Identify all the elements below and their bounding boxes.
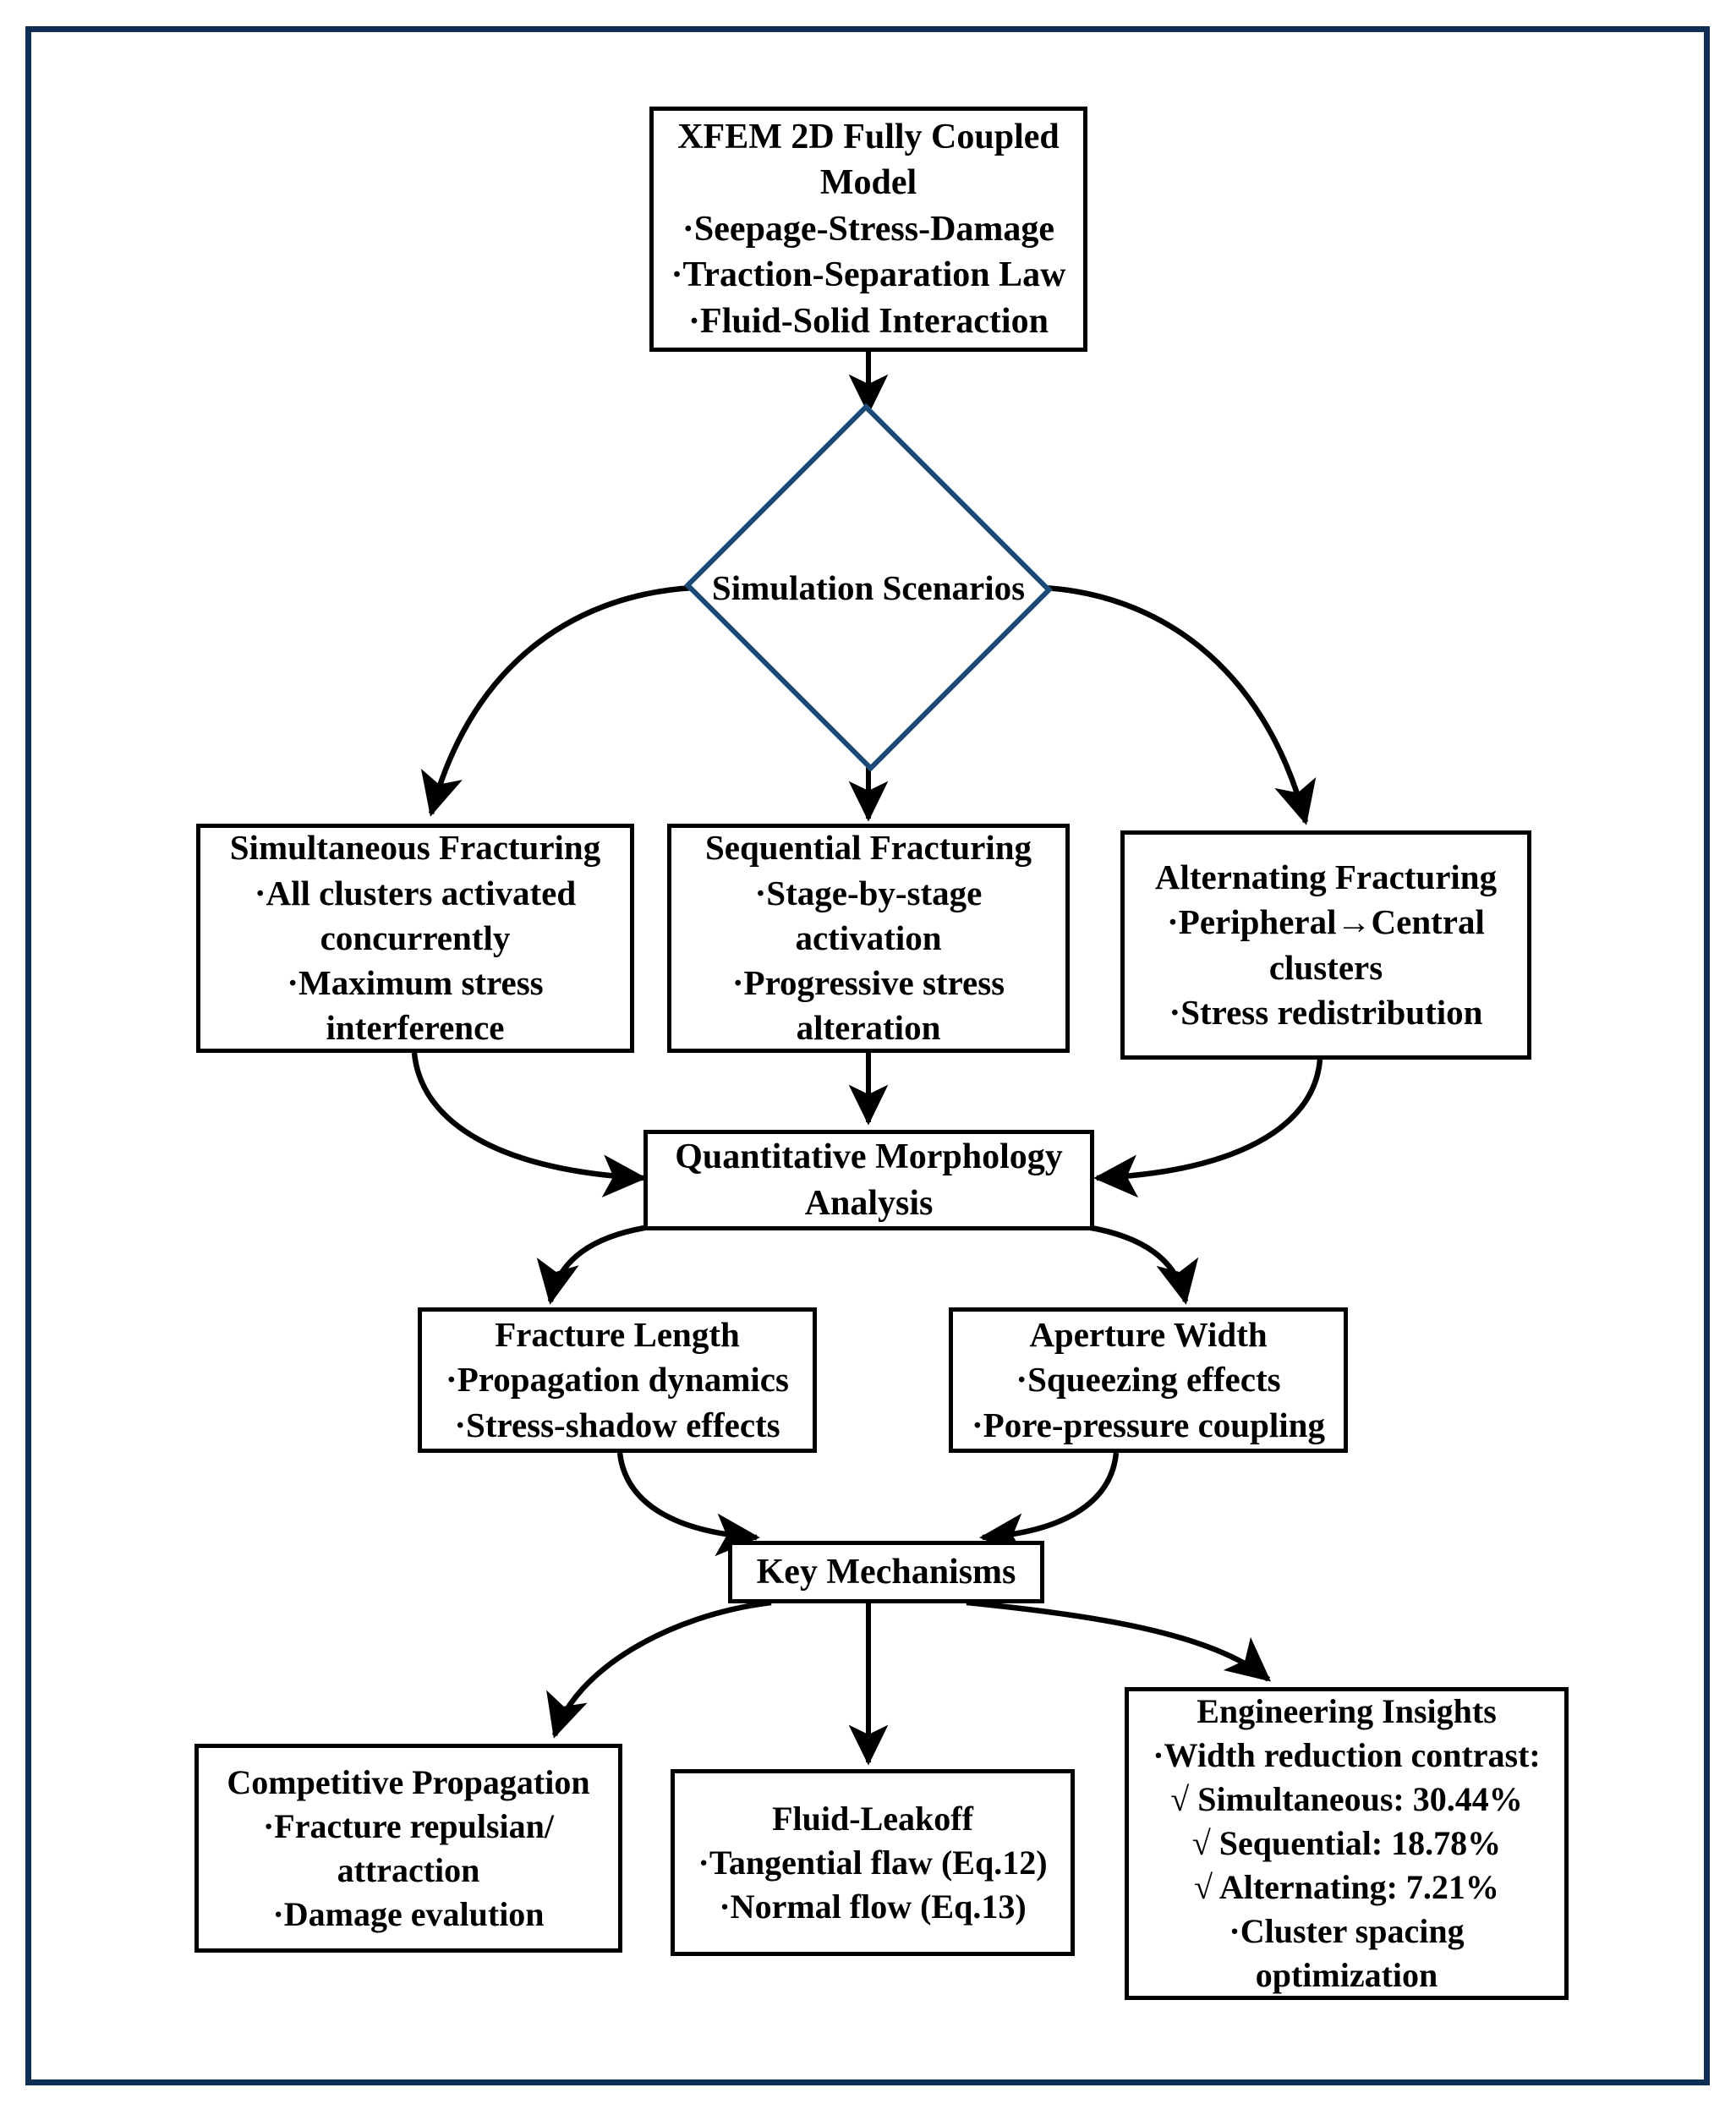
edge-aperture-width-to-key-mechanisms xyxy=(979,1452,1120,1557)
edge-morphology-to-aperture-width xyxy=(1086,1224,1199,1305)
node-insights-metric-simultaneous: √ Simultaneous: 30.44% xyxy=(1170,1780,1523,1818)
node-insights-line-7: optimization xyxy=(1255,1956,1438,1994)
node-sequential-fracturing[interactable]: Sequential Fracturing ·Stage-by-stage ac… xyxy=(667,824,1070,1053)
edge-morphology-to-fracture-length xyxy=(536,1224,650,1305)
node-alternating-line-3: clusters xyxy=(1268,947,1383,987)
node-competitive-line-3: attraction xyxy=(337,1850,480,1889)
node-key-mechanisms[interactable]: Key Mechanisms xyxy=(728,1541,1044,1603)
node-alternating-line-4: ·Stress redistribution xyxy=(1169,992,1483,1032)
node-alternating-line-1: Alternating Fracturing xyxy=(1154,857,1498,896)
node-key-mechanisms-line-1: Key Mechanisms xyxy=(756,1552,1016,1592)
node-insights-metric-sequential: √ Sequential: 18.78% xyxy=(1191,1824,1502,1862)
node-xfem-model[interactable]: XFEM 2D Fully Coupled Model ·Seepage-Str… xyxy=(649,107,1087,352)
node-morphology-line-1: Quantitative Morphology xyxy=(675,1137,1063,1176)
edge-simultaneous-to-morphology xyxy=(411,1052,647,1197)
node-competitive-line-4: ·Damage evalution xyxy=(272,1894,545,1933)
edge-decision-to-simultaneous xyxy=(420,584,695,817)
node-fluid-leakoff[interactable]: Fluid-Leakoff ·Tangential flaw (Eq.12) ·… xyxy=(671,1769,1075,1956)
node-fracture-length-line-1: Fracture Length xyxy=(495,1315,740,1355)
node-engineering-insights[interactable]: Engineering Insights ·Width reduction co… xyxy=(1125,1687,1569,2000)
node-leakoff-line-2: ·Tangential flaw (Eq.12) xyxy=(698,1843,1048,1882)
node-alternating-fracturing[interactable]: Alternating Fracturing ·Peripheral→Centr… xyxy=(1120,830,1531,1060)
node-simultaneous-line-2: ·All clusters activated xyxy=(254,873,577,912)
node-insights-metric-alternating: √ Alternating: 7.21% xyxy=(1194,1868,1499,1906)
node-insights-line-1: Engineering Insights xyxy=(1197,1692,1497,1730)
edge-fracture-length-to-key-mechanisms xyxy=(616,1452,760,1557)
node-sequential-line-3: activation xyxy=(795,918,942,957)
node-fracture-length[interactable]: Fracture Length ·Propagation dynamics ·S… xyxy=(418,1307,817,1453)
node-xfem-model-line-5: ·Fluid-Solid Interaction xyxy=(688,301,1049,341)
node-aperture-width-line-3: ·Pore-pressure coupling xyxy=(972,1405,1325,1444)
node-leakoff-line-1: Fluid-Leakoff xyxy=(772,1799,973,1838)
edge-key-mechanisms-to-insights xyxy=(966,1599,1272,1682)
node-simultaneous-line-1: Simultaneous Fracturing xyxy=(229,828,601,868)
node-simultaneous-fracturing[interactable]: Simultaneous Fracturing ·All clusters ac… xyxy=(196,824,634,1053)
node-sequential-line-1: Sequential Fracturing xyxy=(704,828,1032,868)
decision-label: Simulation Scenarios xyxy=(711,568,1026,607)
node-simultaneous-line-4: ·Maximum stress xyxy=(287,963,544,1003)
node-sequential-line-2: ·Stage-by-stage xyxy=(754,873,983,912)
edge-decision-to-alternating xyxy=(1042,584,1317,825)
node-sequential-line-5: alteration xyxy=(796,1008,941,1048)
edge-key-mechanisms-to-competitive xyxy=(546,1599,772,1739)
node-simultaneous-line-5: interference xyxy=(326,1008,505,1048)
node-xfem-model-line-2: Model xyxy=(819,163,917,203)
node-competitive-propagation[interactable]: Competitive Propagation ·Fracture repuls… xyxy=(194,1744,622,1953)
node-quantitative-morphology-analysis[interactable]: Quantitative Morphology Analysis xyxy=(643,1130,1094,1230)
node-morphology-line-2: Analysis xyxy=(804,1183,934,1223)
node-competitive-line-1: Competitive Propagation xyxy=(227,1762,590,1801)
node-competitive-line-2: ·Fracture repulsian/ xyxy=(262,1806,555,1845)
node-insights-line-2: ·Width reduction contrast: xyxy=(1153,1736,1541,1774)
node-decision-simulation-scenarios[interactable]: Simulation Scenarios xyxy=(682,403,1055,772)
node-aperture-width-line-1: Aperture Width xyxy=(1029,1315,1268,1355)
node-xfem-model-line-4: ·Traction-Separation Law xyxy=(671,255,1066,295)
edge-alternating-to-morphology xyxy=(1093,1059,1323,1198)
node-alternating-line-2: ·Peripheral→Central xyxy=(1167,902,1485,942)
node-xfem-model-line-3: ·Seepage-Stress-Damage xyxy=(682,209,1055,249)
node-aperture-width-line-2: ·Squeezing effects xyxy=(1016,1360,1281,1400)
node-sequential-line-4: ·Progressive stress xyxy=(731,963,1005,1003)
node-insights-line-6: ·Cluster spacing xyxy=(1229,1912,1465,1950)
node-xfem-model-line-1: XFEM 2D Fully Coupled xyxy=(677,117,1060,156)
node-fracture-length-line-3: ·Stress-shadow effects xyxy=(454,1405,780,1444)
node-fracture-length-line-2: ·Propagation dynamics xyxy=(446,1360,789,1400)
node-simultaneous-line-3: concurrently xyxy=(320,918,511,957)
node-leakoff-line-3: ·Normal flow (Eq.13) xyxy=(719,1887,1027,1926)
node-aperture-width[interactable]: Aperture Width ·Squeezing effects ·Pore-… xyxy=(949,1307,1348,1453)
